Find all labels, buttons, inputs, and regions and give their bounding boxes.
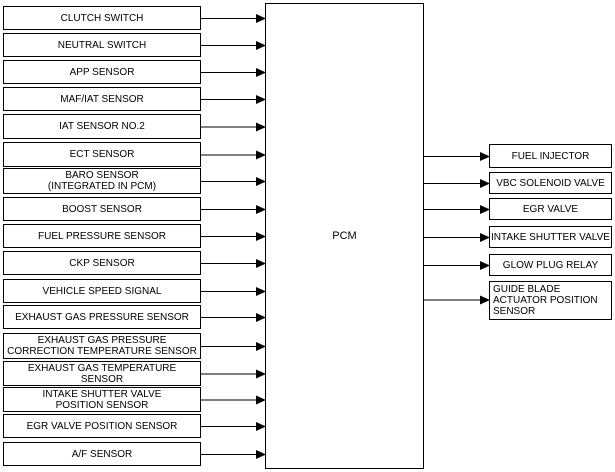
output-label: INTAKE SHUTTER VALVE: [491, 231, 610, 243]
input-boost-sensor: BOOST SENSOR: [3, 197, 201, 221]
output-label: VBC SOLENOID VALVE: [496, 177, 605, 189]
output-fuel-injector: FUEL INJECTOR: [489, 144, 612, 168]
input-label: CKP SENSOR: [69, 257, 135, 269]
input-ckp-sensor: CKP SENSOR: [3, 251, 201, 275]
output-intake-shutter-valve: INTAKE SHUTTER VALVE: [489, 226, 612, 248]
input-label: NEUTRAL SWITCH: [57, 39, 147, 51]
input-exhaust-gas-pressure-sensor: EXHAUST GAS PRESSURE SENSOR: [3, 305, 201, 329]
output-glow-plug-relay: GLOW PLUG RELAY: [489, 254, 612, 276]
pcm-block: PCM: [265, 3, 424, 469]
input-neutral-switch: NEUTRAL SWITCH: [3, 33, 201, 57]
input-egr-valve-position-sensor: EGR VALVE POSITION SENSOR: [3, 414, 201, 438]
input-fuel-pressure-sensor: FUEL PRESSURE SENSOR: [3, 224, 201, 248]
input-label: BOOST SENSOR: [62, 203, 142, 215]
input-clutch-switch: CLUTCH SWITCH: [3, 6, 201, 30]
output-guide-blade-actuator-position-sensor: GUIDE BLADE ACTUATOR POSITION SENSOR: [489, 281, 612, 320]
input-label: INTAKE SHUTTER VALVE POSITION SENSOR: [42, 388, 162, 411]
input-label: EXHAUST GAS TEMPERATURE SENSOR: [27, 362, 177, 385]
output-vbc-solenoid-valve: VBC SOLENOID VALVE: [489, 172, 612, 194]
input-label: ECT SENSOR: [69, 149, 135, 160]
input-exhaust-gas-pressure-correction-temperature-sensor: EXHAUST GAS PRESSURE CORRECTION TEMPERAT…: [3, 333, 201, 359]
input-label: EXHAUST GAS PRESSURE CORRECTION TEMPERAT…: [7, 335, 197, 357]
input-label: EXHAUST GAS PRESSURE SENSOR: [15, 311, 189, 323]
output-label: EGR VALVE: [522, 203, 579, 215]
output-label: FUEL INJECTOR: [511, 150, 590, 162]
input-exhaust-gas-temperature-sensor: EXHAUST GAS TEMPERATURE SENSOR: [3, 361, 201, 386]
input-intake-shutter-valve-position-sensor: INTAKE SHUTTER VALVE POSITION SENSOR: [3, 387, 201, 412]
input-label: MAF/IAT SENSOR: [60, 93, 144, 105]
input-label: VEHICLE SPEED SIGNAL: [42, 285, 162, 297]
input-app-sensor: APP SENSOR: [3, 60, 201, 84]
input-a-f-sensor: A/F SENSOR: [3, 442, 201, 466]
input-label: A/F SENSOR: [71, 448, 133, 460]
output-label: GUIDE BLADE ACTUATOR POSITION SENSOR: [493, 284, 598, 317]
input-label: APP SENSOR: [69, 66, 135, 78]
input-label: CLUTCH SWITCH: [60, 12, 144, 24]
output-egr-valve: EGR VALVE: [489, 198, 612, 220]
input-maf-iat-sensor: MAF/IAT SENSOR: [3, 87, 201, 111]
input-label: BARO SENSOR (INTEGRATED IN PCM): [47, 170, 157, 192]
input-label: EGR VALVE POSITION SENSOR: [26, 420, 178, 432]
input-label: IAT SENSOR NO.2: [59, 121, 145, 132]
input-baro-sensor-integrated-in-pcm: BARO SENSOR (INTEGRATED IN PCM): [3, 168, 201, 194]
input-ect-sensor: ECT SENSOR: [3, 142, 201, 167]
output-label: GLOW PLUG RELAY: [502, 259, 599, 271]
input-vehicle-speed-signal: VEHICLE SPEED SIGNAL: [3, 279, 201, 303]
input-iat-sensor-no-2: IAT SENSOR NO.2: [3, 114, 201, 139]
input-label: FUEL PRESSURE SENSOR: [38, 230, 166, 242]
pcm-label: PCM: [332, 230, 357, 242]
